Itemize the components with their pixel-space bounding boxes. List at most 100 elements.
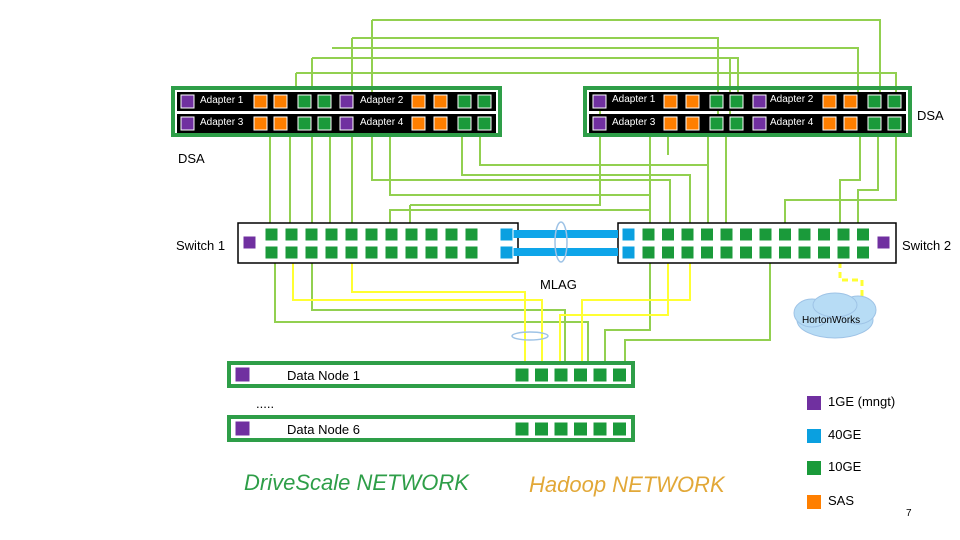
legend-label: 10GE	[828, 459, 862, 474]
switch-1-port	[364, 245, 379, 260]
switch-2-port	[836, 227, 851, 242]
dsa-left-adapter-1: Adapter 1	[200, 95, 244, 106]
port-sas	[685, 94, 700, 109]
dsa-left-adapter-4: Adapter 4	[360, 117, 404, 128]
switch-2-port	[739, 227, 753, 242]
data-node-1-mgmt-port	[234, 366, 251, 383]
dsa-left-frame	[171, 86, 502, 137]
switch-1-mgmt-port	[242, 235, 257, 250]
switch-1-port	[384, 245, 399, 260]
data-node-6-port	[553, 421, 569, 437]
port-sas	[273, 94, 288, 109]
port-10ge	[867, 116, 882, 131]
switch-2-port	[700, 227, 714, 242]
switch-2-port	[680, 227, 695, 242]
drivescale-network-title: DriveScale NETWORK	[244, 470, 469, 495]
switch-1-40ge-port	[499, 227, 514, 242]
port-sas	[411, 116, 426, 131]
port-sas	[843, 116, 858, 131]
switch-2-port	[641, 245, 656, 260]
port-sas	[273, 116, 288, 131]
switch-2-port	[817, 227, 831, 242]
data-node-6-label: Data Node 6	[287, 422, 360, 437]
hadoop-cables	[292, 262, 691, 366]
port-10ge	[709, 116, 724, 131]
switch-2-port	[700, 245, 714, 260]
cable	[332, 47, 859, 98]
legend-label: 1GE (mngt)	[828, 394, 896, 409]
switch-1-label: Switch 1	[176, 238, 226, 253]
data-node-6-frame	[227, 415, 635, 442]
legend-label: SAS	[828, 493, 855, 508]
data-node-1-port	[573, 367, 588, 383]
node-bundle-ring	[511, 331, 549, 341]
switch-2-port	[661, 245, 675, 260]
switch-1-port	[424, 227, 439, 242]
port-sas	[663, 94, 678, 109]
mlag-link-1	[500, 230, 618, 238]
port-1ge	[592, 116, 607, 131]
switch-2-port	[797, 227, 812, 242]
switch-1-port	[464, 245, 479, 260]
port-10ge	[887, 94, 902, 109]
dsa-right-label: DSA	[917, 108, 944, 123]
port-10ge	[297, 94, 312, 109]
data-node-1-port	[514, 367, 530, 383]
cable	[604, 262, 651, 366]
hadoop-network-title: Hadoop NETWORK	[529, 472, 725, 497]
port-1ge	[339, 94, 354, 109]
port-10ge	[477, 116, 492, 131]
port-1ge	[339, 116, 354, 131]
port-sas	[822, 94, 837, 109]
data-node-1-port	[612, 367, 627, 383]
port-sas	[822, 116, 837, 131]
legend-swatch	[806, 494, 822, 510]
port-10ge	[317, 116, 332, 131]
switch-2-port	[778, 245, 792, 260]
data-node-1-label: Data Node 1	[287, 368, 360, 383]
port-10ge	[457, 94, 472, 109]
cable	[559, 262, 669, 366]
switch-2-label: Switch 2	[902, 238, 952, 253]
switch-2-port	[778, 227, 792, 242]
port-1ge	[752, 94, 767, 109]
switch-1-port	[464, 227, 479, 242]
port-10ge	[887, 116, 902, 131]
port-1ge	[752, 116, 767, 131]
port-10ge	[867, 94, 882, 109]
node-ellipsis: .....	[256, 396, 275, 411]
data-node-1-port	[553, 367, 569, 383]
switch-1-port	[344, 227, 359, 242]
cable	[351, 262, 526, 366]
data-node-6-port	[573, 421, 588, 437]
switch-2-port	[719, 227, 734, 242]
cable	[292, 262, 543, 366]
switch-2-mgmt-port	[876, 235, 891, 250]
switch-1-port	[444, 227, 459, 242]
switch-2-port	[641, 227, 656, 242]
switch-1-port	[324, 227, 339, 242]
switch-2-chassis	[617, 222, 897, 264]
dsa-right-adapter-4: Adapter 4	[770, 117, 814, 128]
switch-2-port	[856, 227, 870, 242]
dsa-right-adapter-3: Adapter 3	[612, 117, 656, 128]
cable	[371, 135, 671, 226]
data-node-6-port	[514, 421, 530, 437]
switch-2-port	[719, 245, 734, 260]
dsa-right-adapter-1: Adapter 1	[612, 94, 656, 105]
port-10ge	[297, 116, 312, 131]
port-10ge	[729, 94, 744, 109]
switch-2-40ge-port	[621, 227, 636, 242]
port-sas	[411, 94, 426, 109]
dsa-left-adapter-2: Adapter 2	[360, 95, 404, 106]
cable	[389, 135, 651, 226]
cable	[274, 262, 589, 366]
switch-2-port	[758, 245, 773, 260]
mlag-bundle-ring	[554, 221, 568, 263]
port-1ge	[592, 94, 607, 109]
legend-swatch	[806, 395, 822, 411]
switch-1-port	[284, 245, 299, 260]
port-sas	[843, 94, 858, 109]
switch-1-port	[304, 227, 319, 242]
switch-2-port	[661, 227, 675, 242]
